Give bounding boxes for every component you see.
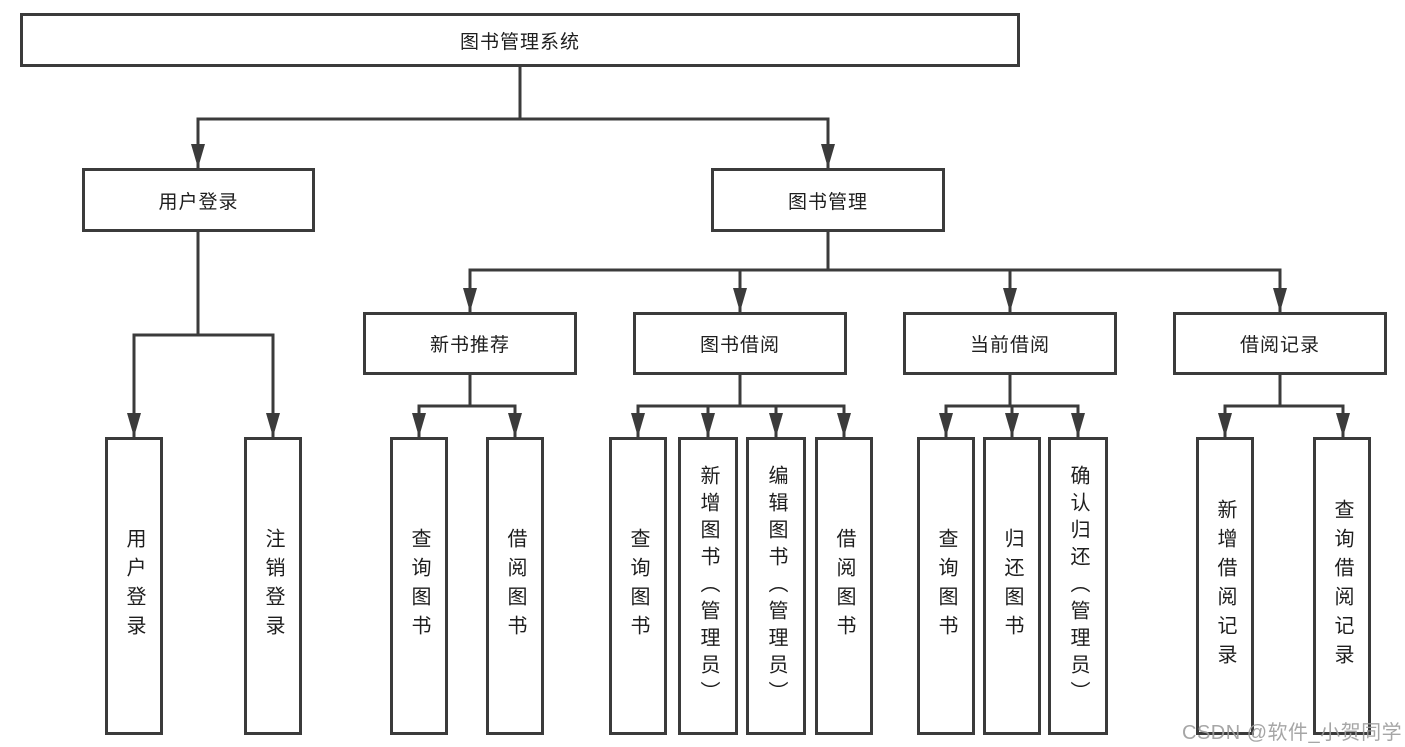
leaf-edit-books-admin: 编辑图书（管理员） xyxy=(746,437,806,735)
leaf-logout: 注销登录 xyxy=(244,437,302,735)
leaf-borrow-books-2: 借阅图书 xyxy=(815,437,873,735)
leaf-borrow-books-1-label: 借阅图书 xyxy=(504,528,526,644)
leaf-logout-label: 注销登录 xyxy=(262,528,284,644)
leaf-query-books-3: 查询图书 xyxy=(917,437,975,735)
leaf-return-books: 归还图书 xyxy=(983,437,1041,735)
node-borrow-records-label: 借阅记录 xyxy=(1239,335,1320,356)
leaf-query-borrow-record-label: 查询借阅记录 xyxy=(1331,499,1353,673)
node-current-borrow-label: 当前借阅 xyxy=(969,335,1050,356)
node-book-borrow-label: 图书借阅 xyxy=(699,335,780,356)
node-user-login-label: 用户登录 xyxy=(158,191,239,213)
leaf-query-books-1-label: 查询图书 xyxy=(408,528,430,644)
leaf-add-borrow-record-label: 新增借阅记录 xyxy=(1214,499,1236,673)
node-current-borrow: 当前借阅 xyxy=(903,312,1117,375)
leaf-add-books-admin: 新增图书（管理员） xyxy=(678,437,738,735)
node-root-label: 图书管理系统 xyxy=(459,31,580,53)
leaf-edit-books-admin-label: 编辑图书（管理员） xyxy=(765,464,787,708)
leaf-add-books-admin-label: 新增图书（管理员） xyxy=(697,464,719,708)
node-book-management: 图书管理 xyxy=(711,168,945,232)
leaf-query-books-3-label: 查询图书 xyxy=(935,528,957,644)
leaf-add-borrow-record: 新增借阅记录 xyxy=(1196,437,1254,735)
node-borrow-records: 借阅记录 xyxy=(1173,312,1387,375)
leaf-confirm-return-admin-label: 确认归还（管理员） xyxy=(1067,464,1089,708)
leaf-user-login-label: 用户登录 xyxy=(123,528,145,644)
node-new-book-recommend: 新书推荐 xyxy=(363,312,577,375)
leaf-query-books-2-label: 查询图书 xyxy=(627,528,649,644)
leaf-query-borrow-record: 查询借阅记录 xyxy=(1313,437,1371,735)
leaf-user-login: 用户登录 xyxy=(105,437,163,735)
node-book-management-label: 图书管理 xyxy=(787,191,868,213)
leaf-borrow-books-2-label: 借阅图书 xyxy=(833,528,855,644)
leaf-query-books-2: 查询图书 xyxy=(609,437,667,735)
node-user-login: 用户登录 xyxy=(82,168,315,232)
node-book-borrow: 图书借阅 xyxy=(633,312,847,375)
leaf-confirm-return-admin: 确认归还（管理员） xyxy=(1048,437,1108,735)
node-new-book-recommend-label: 新书推荐 xyxy=(429,335,510,356)
leaf-borrow-books-1: 借阅图书 xyxy=(486,437,544,735)
leaf-query-books-1: 查询图书 xyxy=(390,437,448,735)
leaf-return-books-label: 归还图书 xyxy=(1001,528,1023,644)
node-root: 图书管理系统 xyxy=(20,13,1020,67)
watermark: CSDN @软件_小贺同学 xyxy=(1182,722,1403,744)
